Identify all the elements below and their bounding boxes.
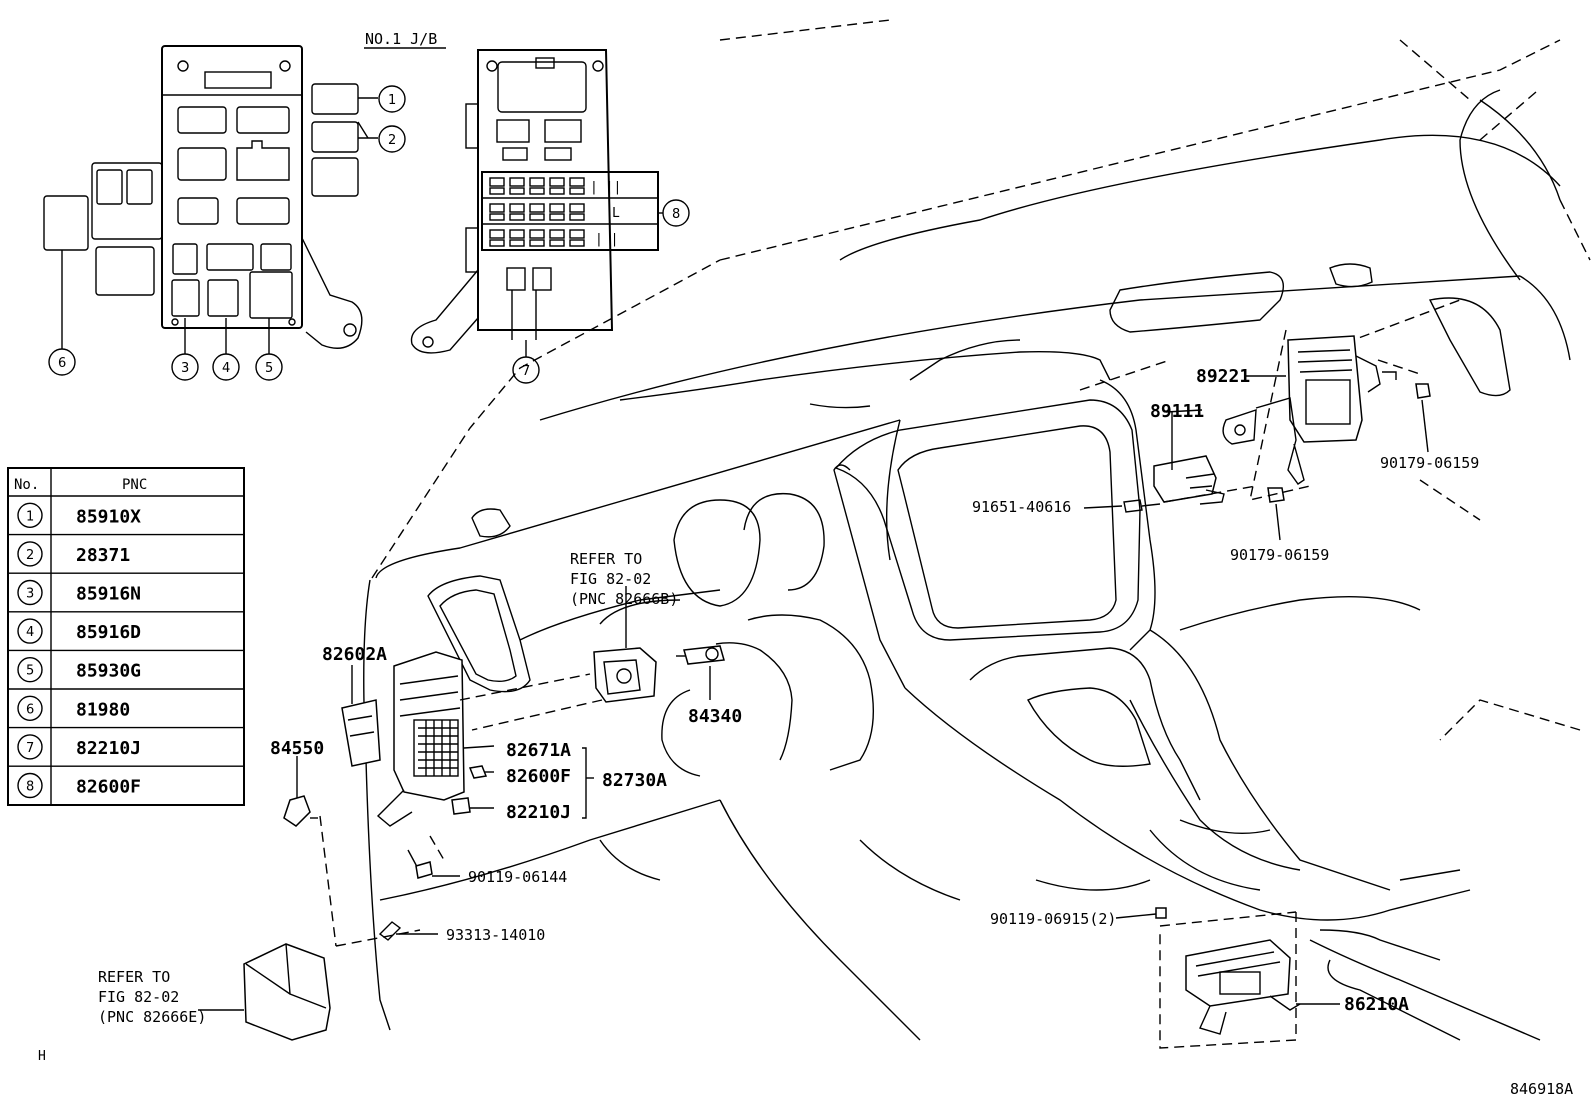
callout-2-number: 2 — [388, 133, 396, 148]
refer-note-lower: REFER TO FIG 82-02 (PNC 82666E) — [98, 968, 206, 1026]
table-row-pnc: 85930G — [76, 661, 141, 682]
table-row-number-circle — [17, 695, 43, 721]
label-82602a: 82602A — [322, 644, 387, 665]
label-93313-14010: 93313-14010 — [446, 926, 545, 944]
callout-6-number: 6 — [58, 356, 66, 371]
part-90179-nut-lower — [1267, 487, 1285, 503]
table-row-number: 7 — [26, 741, 34, 756]
fuse-glyph-mid: L — [612, 206, 620, 221]
table-row-number-circle — [17, 502, 43, 528]
part-93313-clip — [378, 921, 402, 941]
part-82600f-fuse — [468, 765, 488, 779]
label-82210j: 82210J — [506, 802, 571, 823]
part-90119-06915-bolt — [1155, 907, 1167, 919]
label-86210a: 86210A — [1344, 994, 1409, 1015]
table-row-number-circle — [17, 734, 43, 760]
part-82730a-junction-block — [376, 651, 465, 827]
callout-3-number: 3 — [181, 361, 189, 376]
label-90179-06159-lower: 90179-06159 — [1230, 546, 1329, 564]
table-row-number-circle — [17, 541, 43, 567]
label-89221: 89221 — [1196, 366, 1250, 387]
part-82666b-switch — [593, 647, 657, 703]
table-row-pnc: 85916D — [76, 622, 141, 643]
part-89221-module — [1222, 335, 1397, 485]
label-82600f: 82600F — [506, 766, 571, 787]
callout-4-number: 4 — [222, 361, 230, 376]
corner-mark: H — [38, 1049, 46, 1064]
table-row-number-circle — [17, 657, 43, 683]
junction-block-rear-view — [410, 49, 659, 354]
label-91651-40616: 91651-40616 — [972, 498, 1071, 516]
part-84550-sensor — [283, 795, 318, 827]
table-row-number: 6 — [26, 702, 34, 717]
jb-title: NO.1 J/B — [364, 30, 446, 49]
table-header-no: No. — [14, 477, 39, 493]
part-91651-bolt — [1123, 499, 1161, 513]
label-90179-06159-right: 90179-06159 — [1380, 454, 1479, 472]
part-90119-06144-bolt — [407, 849, 433, 879]
table-header-pnc: PNC — [122, 477, 147, 493]
table-row-pnc: 28371 — [76, 545, 130, 566]
label-90119-06915: 90119-06915(2) — [990, 910, 1116, 928]
table-row-number: 2 — [26, 548, 34, 563]
table-row-pnc: 85910X — [76, 506, 141, 527]
junction-block-front-view — [43, 45, 363, 349]
label-84550: 84550 — [270, 738, 324, 759]
table-row-pnc: 81980 — [76, 699, 130, 720]
table-row-number-circle — [17, 772, 43, 799]
fuse-glyph-bottom: | | — [595, 232, 618, 247]
table-row-number: 3 — [26, 587, 34, 602]
leader-lines — [198, 329, 1429, 1049]
table-row-number: 1 — [26, 509, 34, 524]
refer-lower-line-1: REFER TO — [98, 968, 170, 986]
label-82730a: 82730A — [602, 770, 667, 791]
part-89111-module — [1153, 455, 1225, 505]
table-row-pnc: 82210J — [76, 738, 141, 759]
part-82666e-switch — [243, 943, 331, 1041]
part-labels: 89221 89111 90179-06159 91651-40616 9017… — [270, 366, 1479, 1015]
part-82210j-relay — [451, 797, 471, 815]
table-row-number-circle — [17, 618, 43, 644]
callout-7-number: 7 — [522, 364, 530, 379]
callout-1-number: 1 — [388, 93, 396, 108]
part-90179-nut-right — [1415, 383, 1431, 399]
label-90119-06144: 90119-06144 — [468, 868, 567, 886]
callouts: 1 2 3 4 5 6 7 8 | || L | | — [48, 85, 690, 384]
part-86210a-computer — [1185, 939, 1301, 1035]
callout-5-number: 5 — [265, 361, 273, 376]
refer-lower-line-2: FIG 82-02 — [98, 988, 179, 1006]
pnc-table: No. PNC 1 85910X 2 28371 3 85916N 4 85916D 5 8593… — [7, 467, 245, 806]
refer-upper-line-3: (PNC 82666B) — [570, 590, 678, 608]
table-row-pnc: 82600F — [76, 777, 141, 798]
figure-id: 846918A — [1510, 1080, 1573, 1098]
fuse-glyph-top: | || — [590, 180, 621, 195]
callout-8-number: 8 — [672, 207, 680, 222]
refer-lower-line-3: (PNC 82666E) — [98, 1008, 206, 1026]
refer-upper-line-1: REFER TO — [570, 550, 642, 568]
label-84340: 84340 — [688, 706, 742, 727]
table-row-number: 8 — [26, 780, 34, 795]
table-row-number-circle — [17, 579, 43, 606]
refer-note-upper: REFER TO FIG 82-02 (PNC 82666B) — [570, 550, 678, 608]
part-82602a-bracket — [341, 699, 381, 767]
part-84340-switch — [676, 645, 725, 665]
table-row-number: 5 — [26, 664, 34, 679]
table-row-pnc: 85916N — [76, 584, 141, 605]
label-82671a: 82671A — [506, 740, 571, 761]
table-row-number: 4 — [26, 625, 34, 640]
jb-title-text: NO.1 J/B — [365, 30, 437, 48]
instrument-panel-outline — [363, 19, 1591, 1041]
refer-upper-line-2: FIG 82-02 — [570, 570, 651, 588]
label-89111: 89111 — [1150, 401, 1204, 422]
